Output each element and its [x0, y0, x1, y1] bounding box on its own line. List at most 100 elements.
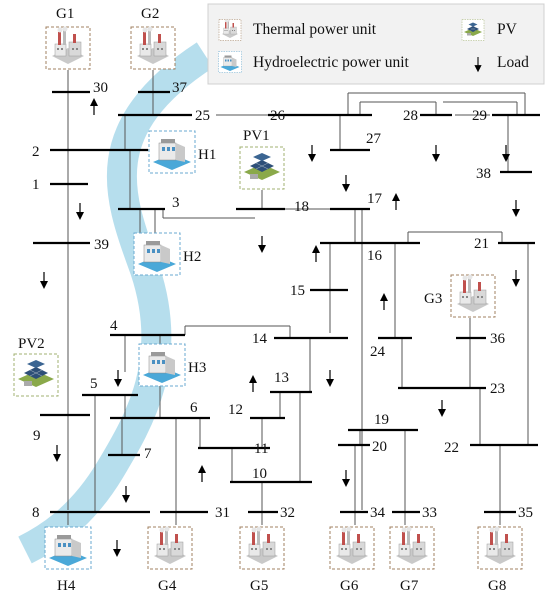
label-g7: G7: [400, 578, 419, 594]
label-bus-38: 38: [476, 166, 491, 182]
legend-hydro-icon: [218, 51, 242, 73]
label-bus-7: 7: [144, 446, 152, 462]
label-g3: G3: [424, 291, 442, 307]
label-g5: G5: [250, 578, 268, 594]
label-g1: G1: [56, 6, 74, 22]
label-bus-28: 28: [403, 108, 418, 124]
legend-load-label: Load: [497, 54, 529, 71]
label-bus-30: 30: [93, 80, 108, 96]
label-bus-37: 37: [172, 80, 188, 96]
river-band: [18, 42, 214, 564]
label-bus-31: 31: [215, 505, 230, 521]
g5-thermal-icon: [239, 526, 285, 570]
h4-hydro-icon: [44, 526, 92, 570]
label-bus-35: 35: [518, 505, 533, 521]
label-bus-25: 25: [195, 108, 210, 124]
load-arrow-bus38: [511, 199, 521, 218]
load-arrow-bus16: [311, 244, 321, 263]
load-arrow-bus8: [112, 539, 122, 558]
label-bus-13: 13: [274, 370, 289, 386]
load-arrow-bus18: [257, 235, 267, 254]
label-bus-23: 23: [490, 381, 505, 397]
label-pv2: PV2: [18, 336, 45, 352]
label-bus-20: 20: [372, 439, 387, 455]
label-pv1: PV1: [243, 128, 270, 144]
label-bus-34: 34: [370, 505, 386, 521]
label-bus-4: 4: [110, 318, 118, 334]
legend-thermal-label: Thermal power unit: [253, 21, 377, 38]
label-h1: H1: [198, 147, 216, 163]
label-g2: G2: [141, 6, 159, 22]
label-bus-11: 11: [254, 441, 268, 457]
bus-labels: 30 37 25 26 28 29 2 27 38 1 3 18 17 39 1…: [32, 80, 533, 521]
load-arrow-bus9: [52, 444, 62, 463]
h1-hydro-icon: [148, 130, 196, 174]
label-bus-33: 33: [422, 505, 437, 521]
label-h3: H3: [188, 360, 206, 376]
label-bus-29: 29: [472, 108, 487, 124]
load-arrow-bus7: [121, 485, 131, 504]
label-bus-32: 32: [280, 505, 295, 521]
g2-thermal-icon: [130, 26, 176, 70]
label-bus-15: 15: [290, 283, 305, 299]
network-lines: [67, 70, 529, 525]
g7-thermal-icon: [389, 526, 435, 570]
label-bus-36: 36: [490, 331, 506, 347]
label-h2: H2: [183, 249, 201, 265]
load-arrow-bus27: [341, 174, 351, 193]
g4-thermal-icon: [147, 526, 193, 570]
label-bus-17: 17: [367, 191, 383, 207]
label-bus-14: 14: [252, 331, 268, 347]
legend-thermal-icon: [218, 19, 242, 41]
pv2-pv-icon: [13, 353, 59, 397]
label-bus-22: 22: [444, 440, 459, 456]
load-arrow-bus4: [113, 369, 123, 388]
label-h4: H4: [57, 578, 76, 594]
label-bus-18: 18: [294, 199, 309, 215]
label-bus-10: 10: [252, 466, 267, 482]
label-g8: G8: [488, 578, 506, 594]
label-bus-27: 27: [366, 131, 382, 147]
load-arrow-bus26: [307, 144, 317, 163]
load-arrow-bus24: [379, 292, 389, 311]
load-arrow-bus39: [39, 271, 49, 290]
label-bus-5: 5: [90, 376, 98, 392]
g3-thermal-icon: [450, 274, 496, 318]
label-bus-21: 21: [474, 236, 489, 252]
generator-labels: G1 G2 H1 PV1 H2 G3 PV2 H3 H4 G4 G5 G6 G7…: [18, 6, 506, 594]
label-bus-12: 12: [228, 402, 243, 418]
label-bus-39: 39: [94, 237, 109, 253]
h2-hydro-icon: [133, 232, 181, 276]
load-arrow-bus17: [391, 192, 401, 211]
label-bus-16: 16: [367, 248, 383, 264]
bus-bars: [33, 90, 540, 514]
legend-pv-label: PV: [497, 21, 518, 38]
label-g6: G6: [340, 578, 359, 594]
label-bus-24: 24: [370, 344, 386, 360]
load-arrow-bus23: [437, 399, 447, 418]
g1-thermal-icon: [45, 26, 91, 70]
label-bus-8: 8: [32, 505, 40, 521]
load-arrow-bus29: [501, 144, 511, 163]
legend-pv-icon: [461, 19, 485, 41]
label-bus-6: 6: [190, 400, 198, 416]
label-bus-2: 2: [32, 144, 40, 160]
label-bus-26: 26: [270, 108, 286, 124]
g6-thermal-icon: [329, 526, 375, 570]
label-bus-1: 1: [32, 177, 40, 193]
label-bus-9: 9: [33, 428, 41, 444]
load-arrow-bus1: [75, 202, 85, 221]
label-bus-19: 19: [374, 412, 389, 428]
load-arrow-bus25: [89, 97, 99, 116]
load-arrow-bus31: [197, 464, 207, 483]
load-arrow-bus14: [325, 369, 335, 388]
h3-hydro-icon: [138, 343, 186, 387]
load-arrow-bus21: [511, 269, 521, 288]
legend: Thermal power unit PV Hydroelectric powe…: [207, 3, 545, 85]
pv1-pv-icon: [239, 146, 285, 190]
g8-thermal-icon: [477, 526, 523, 570]
load-arrow-bus28: [431, 144, 441, 163]
legend-hydro-label: Hydroelectric power unit: [253, 54, 409, 71]
load-arrow-bus12: [248, 374, 258, 393]
